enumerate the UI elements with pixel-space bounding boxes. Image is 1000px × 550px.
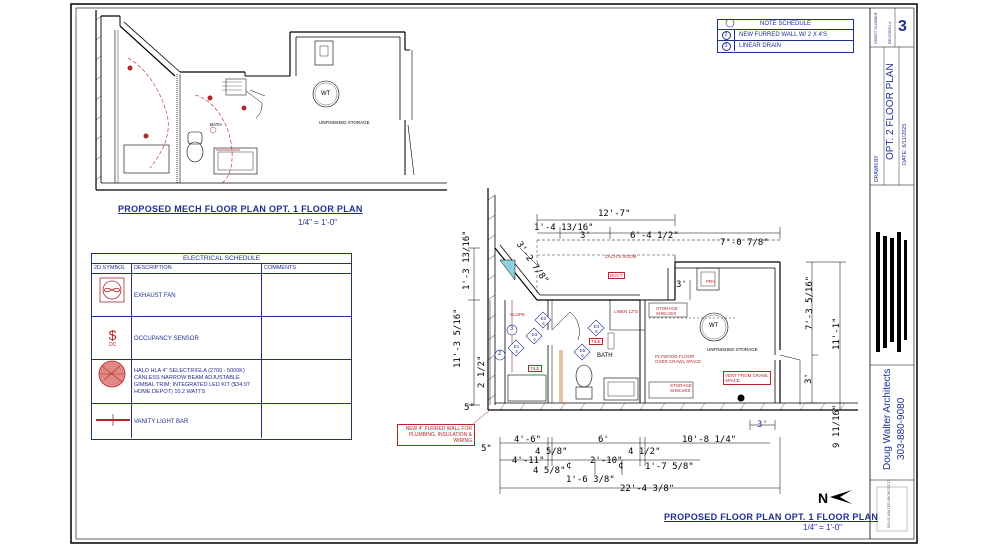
table-row: VANITY LIGHT BAR: [92, 404, 351, 438]
upper-room-storage: UNFINISHED STORAGE: [319, 120, 370, 125]
upper-wh-label: WT: [321, 91, 331, 97]
table-row: EXHAUST FAN: [92, 274, 351, 317]
lower-wh-label: WT: [709, 323, 719, 329]
electrical-schedule-title: ELECTRICAL SCHEDULE: [92, 254, 351, 264]
dim-11-1: 11'-1": [832, 317, 842, 350]
dim-1-6-3-8: 1'-6 3/8": [566, 475, 615, 485]
table-row: HALO HLA 4" SELECTRIGLA (2700 - 5000K) C…: [92, 360, 351, 404]
dim-5b: 5": [481, 444, 492, 454]
label-duct: DUCT: [608, 272, 625, 279]
dim-4-5-8a: 4 5/8": [535, 447, 568, 457]
dim-11-3-5-16: 11'-3 5/16": [453, 308, 463, 368]
drawn-by-label: DRAWN BY: [874, 155, 880, 182]
sheet-title: OPT. 2 FLOOR PLAN: [885, 63, 896, 160]
dim-1-7-5-8: 1'-7 5/8": [645, 462, 694, 472]
lower-room-storage: UNFINISHED STORAGE: [707, 347, 758, 352]
list-item: 2 NEW FURRED WALL W/ 2 X 4'S: [718, 30, 853, 41]
dim-3b: 3': [676, 280, 687, 290]
upper-room-bath: BATH: [210, 122, 222, 127]
lower-floor-plan: [487, 188, 858, 411]
dim-10-8-1-4: 10'-8 1/4": [682, 435, 737, 445]
col-description: DESCRIPTION: [132, 264, 262, 273]
dim-6-4-1-2: 6'-4 1/2": [630, 231, 679, 241]
dim-7-3-5-16: 7'-3 5/16": [805, 275, 815, 330]
col-comments: COMMENTS: [264, 265, 297, 271]
dimension-lines: [467, 214, 846, 494]
lower-room-bath: BATH: [597, 353, 613, 359]
upper-mech-plan: [95, 10, 447, 191]
lower-plan-scale: 1/4" = 1'-0": [803, 523, 843, 532]
redaction-bars: [876, 232, 907, 352]
dim-2-1-2: 2 1/2": [477, 355, 487, 388]
dim-1-3-13-16: 1'-3 13/16": [462, 230, 472, 290]
dim-3c: 3': [804, 373, 814, 384]
tag-note-2: 2: [498, 351, 502, 357]
dim-9-11-16: 9 11/16": [832, 404, 842, 448]
table-row: $ OC OCCUPANCY SENSOR: [92, 317, 351, 360]
label-plywood-floor: PLYWOOD FLOOR OVER CRAWL SPACE: [655, 354, 702, 364]
dim-4-6: 4'-6": [514, 435, 542, 445]
label-storage-shelves-bottom: STORAGE SHELVES: [670, 383, 692, 393]
upper-plan-scale: 1/4" = 1'-0": [298, 218, 338, 227]
electrical-schedule-header: 2D SYMBOL DESCRIPTION COMMENTS: [92, 264, 351, 274]
logo-text: DOUG WALTER ARCHITECTS: [887, 479, 891, 528]
tag-note-3: 3: [510, 326, 514, 332]
list-item: 3 LINEAR DRAIN: [718, 41, 853, 51]
sheet-number: 3: [898, 18, 907, 35]
occupancy-sensor-icon: $ OC: [92, 317, 132, 359]
dim-5a: 5": [464, 403, 475, 413]
upper-red-markup: [127, 57, 247, 184]
dim-22-4-3-8: 22'-4 3/8": [620, 484, 675, 494]
firm-logo: [876, 486, 908, 532]
label-vent: VENT FROM CRAWL SPACE: [723, 371, 771, 385]
dim-1-4-13-16: 1'-4 13/16": [534, 223, 594, 233]
north-arrow: [830, 490, 852, 504]
exhaust-fan-icon: [99, 277, 125, 303]
centerline-mark-2: ¢: [618, 461, 624, 471]
label-slope: SLOPE: [510, 312, 526, 317]
north-label: N: [818, 490, 829, 506]
date-field: DATE: 6/11/2025: [902, 123, 908, 165]
dim-3a: 3': [580, 231, 591, 241]
electrical-schedule-icons: [96, 277, 130, 426]
recessed-light-icon: [98, 360, 126, 388]
label-zachs-room: ZACH'S ROOM: [605, 254, 637, 259]
label-prv: PRV: [706, 279, 716, 284]
firm-phone: 303-880-9080: [896, 397, 907, 460]
label-storage-shelves-top: STORAGE SHELVES: [656, 306, 678, 316]
lower-plan-title: PROPOSED FLOOR PLAN OPT. 1 FLOOR PLAN: [664, 512, 879, 522]
electrical-schedule: ELECTRICAL SCHEDULE 2D SYMBOL DESCRIPTIO…: [91, 253, 352, 440]
firm-name: Doug Walter Architects: [882, 368, 893, 470]
label-tile-2: TILE: [589, 338, 603, 345]
dim-12-7: 12'-7": [598, 209, 631, 219]
dim-4-11: 4'-11": [512, 456, 545, 466]
plan-tags: [494, 18, 735, 361]
dim-2-10: 2'-10": [590, 456, 623, 466]
dim-3d: 3': [757, 420, 768, 430]
sheet-number-label: SHEET NUMBER: [873, 12, 878, 44]
dim-7-0-7-8: 7'-0 7/8": [720, 238, 769, 248]
vanity-light-bar-icon: [96, 414, 130, 426]
dim-6: 6': [598, 435, 609, 445]
furred-wall-note: NEW 4" FURRED WALL FOR PLUMBING, INSULAT…: [397, 424, 475, 446]
label-linen: LINEN 12"D: [614, 309, 639, 314]
revision-label: REVISION #: [887, 21, 892, 44]
upper-plan-title: PROPOSED MECH FLOOR PLAN OPT. 1 FLOOR PL…: [118, 204, 363, 214]
label-tile-1: TILE: [528, 365, 542, 372]
col-symbol: 2D SYMBOL: [92, 264, 132, 273]
dim-4-1-2: 4 1/2": [628, 447, 661, 457]
centerline-mark-1: ¢: [566, 461, 572, 471]
note-schedule: NOTE SCHEDULE 2 NEW FURRED WALL W/ 2 X 4…: [717, 19, 854, 53]
note-schedule-title: NOTE SCHEDULE: [718, 20, 853, 30]
dim-4-5-8b: 4 5/8": [533, 466, 566, 476]
